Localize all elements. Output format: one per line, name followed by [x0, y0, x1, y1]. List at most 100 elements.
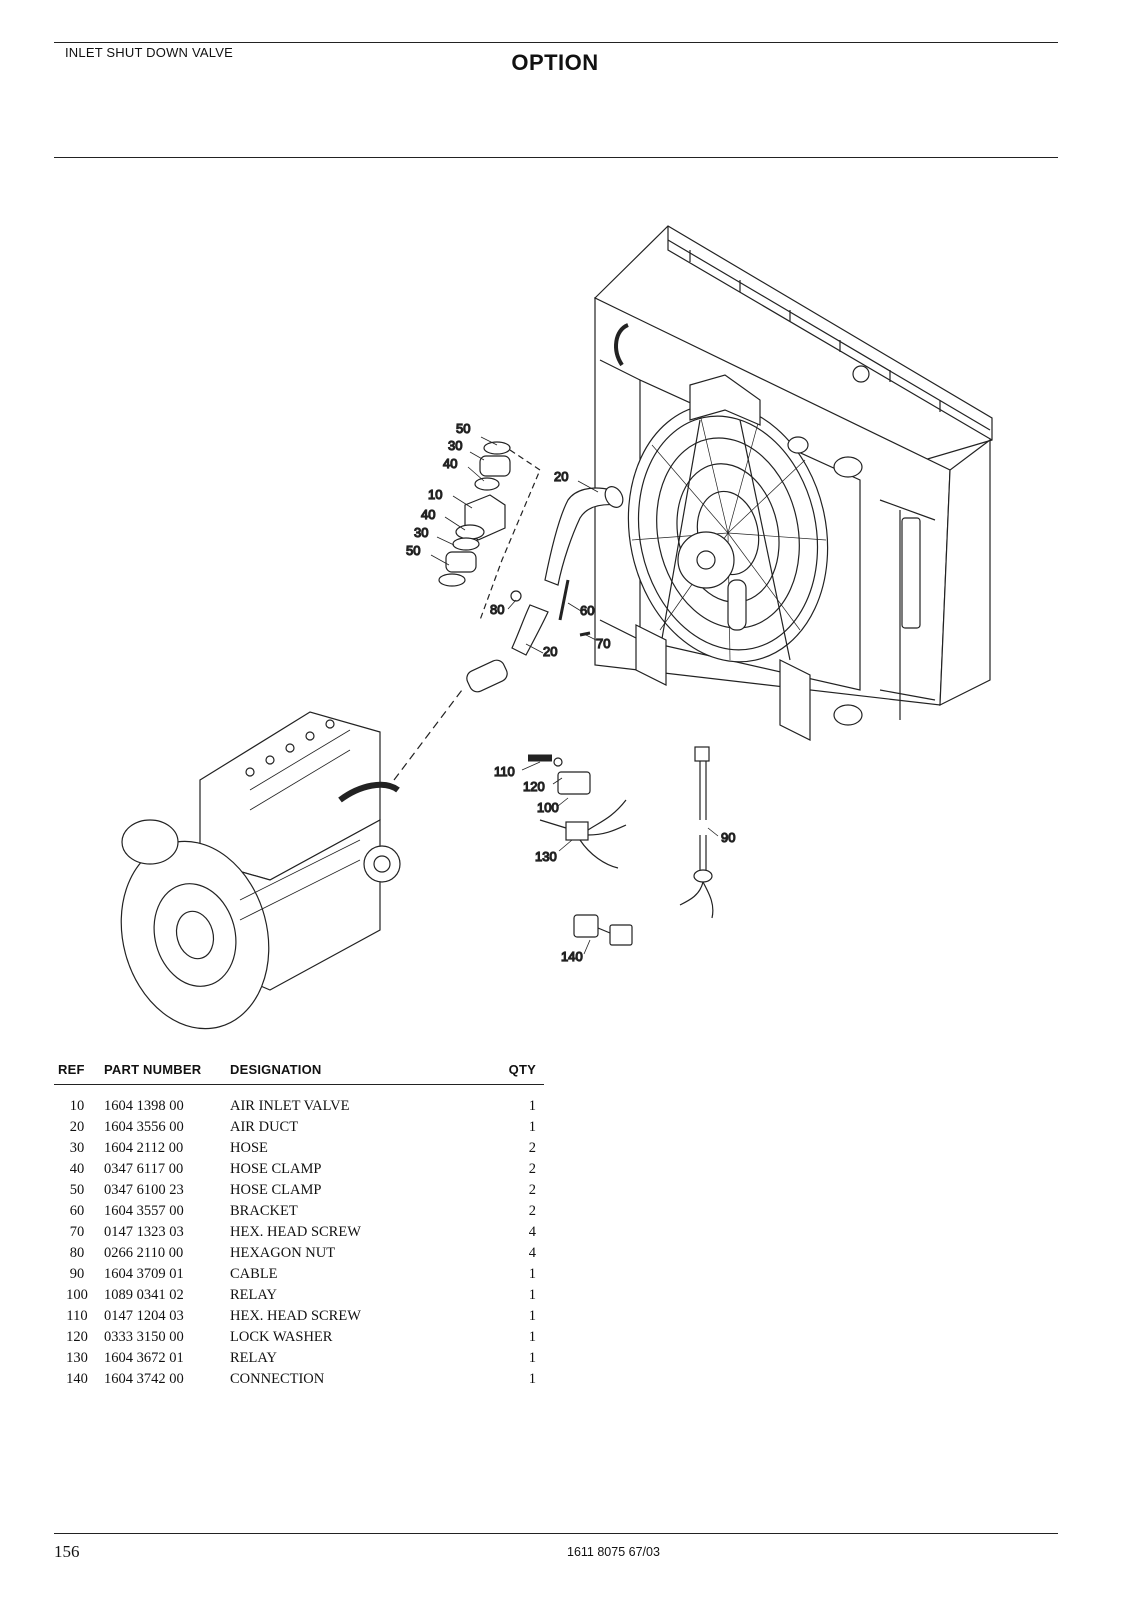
cell-ref: 50 — [69, 1182, 85, 1198]
cell-ref: 10 — [69, 1098, 85, 1114]
header-bottom-rule — [54, 157, 1058, 158]
callout-90: 90 — [721, 830, 735, 845]
cell-part-number: 1604 3556 00 — [104, 1119, 184, 1135]
callout-130: 130 — [535, 849, 557, 864]
cell-designation: HOSE CLAMP — [230, 1182, 322, 1198]
cell-ref: 70 — [69, 1224, 85, 1240]
cell-ref: 80 — [69, 1245, 85, 1261]
cell-part-number: 1604 3709 01 — [104, 1266, 184, 1282]
cell-qty: 2 — [528, 1203, 536, 1219]
table-row: 80 0266 2110 00 HEXAGON NUT 4 — [54, 1243, 544, 1264]
callout-120: 120 — [523, 779, 545, 794]
cell-designation: AIR INLET VALVE — [230, 1098, 350, 1114]
cell-ref: 120 — [66, 1329, 88, 1345]
table-row: 120 0333 3150 00 LOCK WASHER 1 — [54, 1327, 544, 1348]
table-row: 130 1604 3672 01 RELAY 1 — [54, 1348, 544, 1369]
cell-part-number: 0347 6100 23 — [104, 1182, 184, 1198]
table-row: 100 1089 0341 02 RELAY 1 — [54, 1285, 544, 1306]
cell-part-number: 1604 2112 00 — [104, 1140, 184, 1156]
section-title: INLET SHUT DOWN VALVE — [65, 45, 233, 60]
callout-40-bottom: 40 — [421, 507, 435, 522]
cell-qty: 1 — [528, 1119, 536, 1135]
callout-100: 100 — [537, 800, 559, 815]
radiator-fan-assembly — [594, 225, 993, 741]
cell-qty: 1 — [528, 1266, 536, 1282]
cell-qty: 2 — [528, 1161, 536, 1177]
cell-designation: RELAY — [230, 1350, 277, 1366]
cell-designation: LOCK WASHER — [230, 1329, 333, 1345]
cell-part-number: 0147 1204 03 — [104, 1308, 184, 1324]
cell-ref: 20 — [69, 1119, 85, 1135]
inlet-valve-and-ducts — [393, 441, 624, 781]
cell-qty: 4 — [528, 1224, 536, 1240]
cell-designation: AIR DUCT — [230, 1119, 299, 1135]
cell-qty: 4 — [528, 1245, 536, 1261]
relay-and-cables — [528, 746, 714, 946]
cell-part-number: 1604 3557 00 — [104, 1203, 184, 1219]
option-label: OPTION — [511, 50, 599, 75]
cell-part-number: 0147 1323 03 — [104, 1224, 184, 1240]
cell-qty: 1 — [528, 1329, 536, 1345]
page-number: 156 — [54, 1542, 80, 1561]
cell-qty: 2 — [528, 1140, 536, 1156]
callout-50-top: 50 — [456, 421, 470, 436]
cell-qty: 1 — [528, 1371, 536, 1387]
cell-part-number: 0347 6117 00 — [104, 1161, 184, 1177]
leader-lines — [430, 436, 719, 955]
callout-30-bottom: 30 — [414, 525, 428, 540]
header-top-rule — [54, 42, 1058, 43]
column-header-designation: DESIGNATION — [226, 1058, 474, 1085]
cell-part-number: 0333 3150 00 — [104, 1329, 184, 1345]
cell-qty: 1 — [528, 1287, 536, 1303]
callout-60: 60 — [580, 603, 594, 618]
callout-40-top: 40 — [443, 456, 457, 471]
cell-ref: 100 — [66, 1287, 88, 1303]
cell-designation: HEXAGON NUT — [230, 1245, 336, 1261]
cell-part-number: 1604 3742 00 — [104, 1371, 184, 1387]
callout-80: 80 — [490, 602, 504, 617]
footer-rule — [54, 1533, 1058, 1534]
engine-block — [120, 711, 401, 1030]
table-row: 40 0347 6117 00 HOSE CLAMP 2 — [54, 1159, 544, 1180]
table-row: 10 1604 1398 00 AIR INLET VALVE 1 — [54, 1085, 544, 1118]
cell-ref: 90 — [69, 1266, 85, 1282]
cell-ref: 40 — [69, 1161, 85, 1177]
cell-ref: 30 — [69, 1140, 85, 1156]
cell-ref: 110 — [66, 1308, 88, 1324]
exploded-parts-diagram: 50 30 40 10 40 30 50 20 80 60 70 20 110 … — [120, 225, 993, 1030]
table-row: 60 1604 3557 00 BRACKET 2 — [54, 1201, 544, 1222]
cell-ref: 130 — [66, 1350, 88, 1366]
cell-part-number: 0266 2110 00 — [104, 1245, 184, 1261]
cell-designation: CABLE — [230, 1266, 278, 1282]
cell-ref: 60 — [69, 1203, 85, 1219]
cell-designation: HEX. HEAD SCREW — [230, 1308, 361, 1324]
table-row: 20 1604 3556 00 AIR DUCT 1 — [54, 1117, 544, 1138]
callout-30-top: 30 — [448, 438, 462, 453]
cell-qty: 1 — [528, 1308, 536, 1324]
callout-10: 10 — [428, 487, 442, 502]
cell-designation: RELAY — [230, 1287, 277, 1303]
column-header-part-number: PART NUMBER — [100, 1058, 226, 1085]
table-header-row: REF PART NUMBER DESIGNATION QTY — [54, 1058, 544, 1085]
cell-designation: BRACKET — [230, 1203, 298, 1219]
column-header-qty: QTY — [473, 1058, 544, 1085]
table-row: 110 0147 1204 03 HEX. HEAD SCREW 1 — [54, 1306, 544, 1327]
cell-qty: 1 — [528, 1098, 536, 1114]
cell-part-number: 1604 3672 01 — [104, 1350, 184, 1366]
cell-part-number: 1089 0341 02 — [104, 1287, 184, 1303]
callout-50-bottom: 50 — [406, 543, 420, 558]
cell-designation: HOSE CLAMP — [230, 1161, 322, 1177]
cell-designation: CONNECTION — [230, 1371, 325, 1387]
cell-part-number: 1604 1398 00 — [104, 1098, 184, 1114]
callout-140: 140 — [561, 949, 583, 964]
callout-110: 110 — [494, 764, 515, 779]
table-row: 90 1604 3709 01 CABLE 1 — [54, 1264, 544, 1285]
column-header-ref: REF — [54, 1058, 100, 1085]
cell-qty: 1 — [528, 1350, 536, 1366]
